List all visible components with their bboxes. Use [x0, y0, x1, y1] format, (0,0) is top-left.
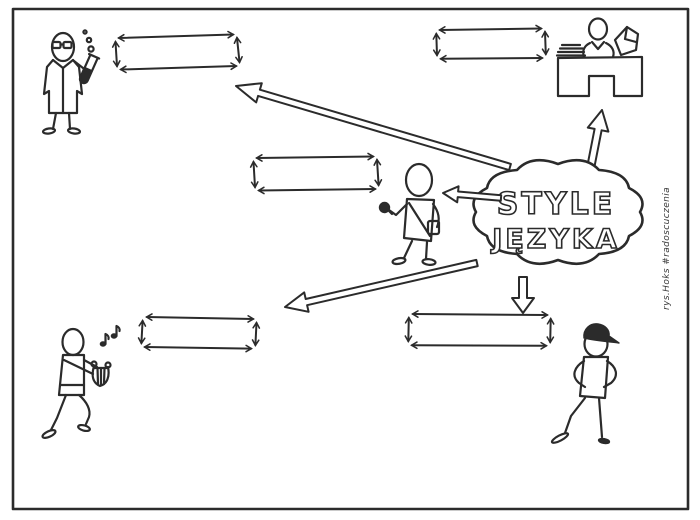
arrow-to-scientist-box: [235, 82, 512, 172]
cloud-title-line1: STYLE: [497, 187, 615, 222]
microphone-icon: [378, 201, 394, 216]
paper-stack-icon: [555, 43, 587, 57]
page-border: [11, 7, 690, 511]
music-notes-icon: [99, 324, 121, 347]
style-cloud: STYLE JĘZYKA: [472, 158, 644, 266]
glasses-icon: [51, 40, 73, 50]
lyre-icon: [90, 360, 112, 388]
answer-box-bottom-center: [404, 310, 555, 350]
answer-box-top-right: [432, 24, 550, 63]
bubbles-icon: [82, 29, 95, 53]
musician-figure: [41, 324, 121, 439]
speaker-figure: [378, 162, 441, 266]
cloud-title-line2: JĘZYKA: [490, 224, 619, 255]
paper-sheet-icon: [613, 25, 640, 57]
cap-icon: [583, 323, 620, 344]
answer-box-middle-left: [249, 152, 383, 195]
signature-text: rys.Hoks #radoscuczenia: [662, 187, 672, 310]
answer-box-bottom-left: [137, 313, 261, 353]
desk-icon: [556, 55, 644, 98]
bag-icon: [426, 219, 441, 236]
arrow-to-musician-box: [284, 258, 479, 313]
arrow-to-speaker: [442, 185, 503, 204]
scientist-figure: [41, 29, 101, 135]
answer-box-top-left: [111, 30, 243, 74]
writer-at-desk-figure: [555, 17, 644, 98]
teen-figure: [550, 323, 620, 445]
arrow-to-bottom-box: [511, 276, 535, 314]
